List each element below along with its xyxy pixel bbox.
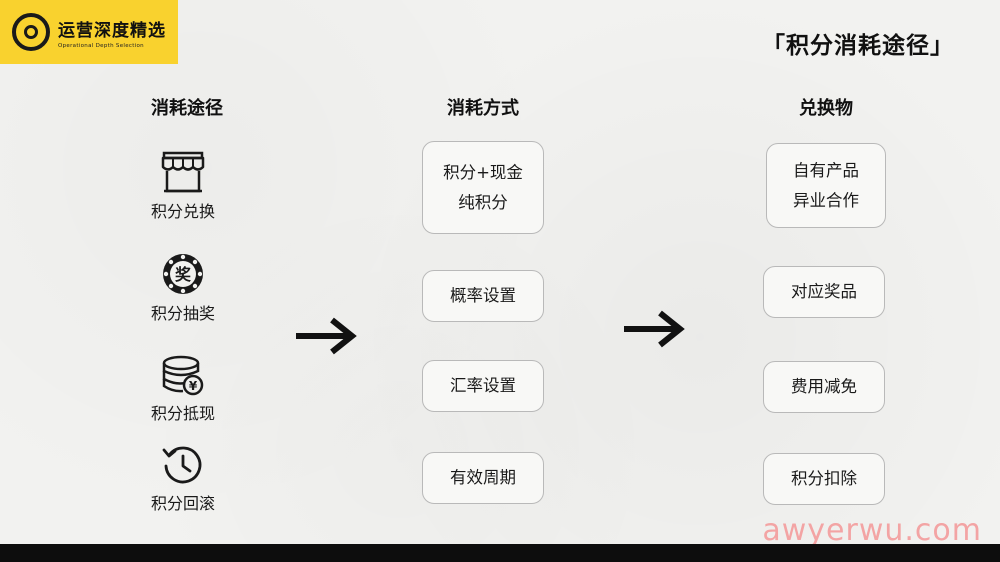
reward-box-prize: 对应奖品 [763,266,885,318]
reward-box-points-deduction: 积分扣除 [763,453,885,505]
arrow-right-icon [624,310,685,348]
path-label: 积分回滚 [150,494,215,513]
method-line: 概率设置 [450,286,516,305]
method-box-validity: 有效周期 [422,452,544,504]
reward-line: 自有产品 [793,160,859,180]
page-title: 「积分消耗途径」 [762,33,954,59]
logo-icon [12,13,50,51]
lottery-icon: 奖 [163,254,203,294]
reward-line: 异业合作 [793,190,859,210]
logo-subtitle: Operational Depth Selection [58,42,144,49]
bottom-bar [0,544,1000,562]
store-icon [161,151,205,193]
logo-title: 运营深度精选 [58,20,166,41]
header-paths: 消耗途径 [151,98,223,119]
header-rewards: 兑换物 [799,98,853,119]
reward-line: 费用减免 [791,377,857,396]
brand-logo: 运营深度精选 Operational Depth Selection [0,0,178,64]
method-box-exchange-rate: 汇率设置 [422,360,544,412]
method-line: 汇率设置 [450,376,516,395]
path-item-rollback: 积分回滚 [123,444,243,514]
method-line: 纯积分 [458,192,508,212]
path-label: 积分抽奖 [150,304,215,323]
reward-line: 积分扣除 [791,469,857,488]
method-box-probability: 概率设置 [422,270,544,322]
path-item-lottery: 奖 积分抽奖 [123,252,243,324]
watermark: awyerwu.com [762,513,982,548]
reward-line: 对应奖品 [791,282,857,301]
lottery-icon-text: 奖 [175,265,192,284]
coins-icon-text: ¥ [189,379,198,393]
method-line: 积分+现金 [443,162,523,182]
path-item-cash: ¥ 积分抵现 [123,354,243,424]
method-box-cash-points: 积分+现金 纯积分 [422,141,544,234]
coins-icon: ¥ [162,355,204,396]
reward-box-fee-waiver: 费用减免 [763,361,885,413]
path-label: 积分兑换 [150,202,215,221]
header-methods: 消耗方式 [447,98,519,119]
path-label: 积分抵现 [150,404,215,423]
method-line: 有效周期 [450,468,516,487]
path-item-exchange: 积分兑换 [123,150,243,222]
reward-box-products: 自有产品 异业合作 [766,143,886,228]
arrow-right-icon [296,317,357,355]
history-icon [162,446,202,484]
